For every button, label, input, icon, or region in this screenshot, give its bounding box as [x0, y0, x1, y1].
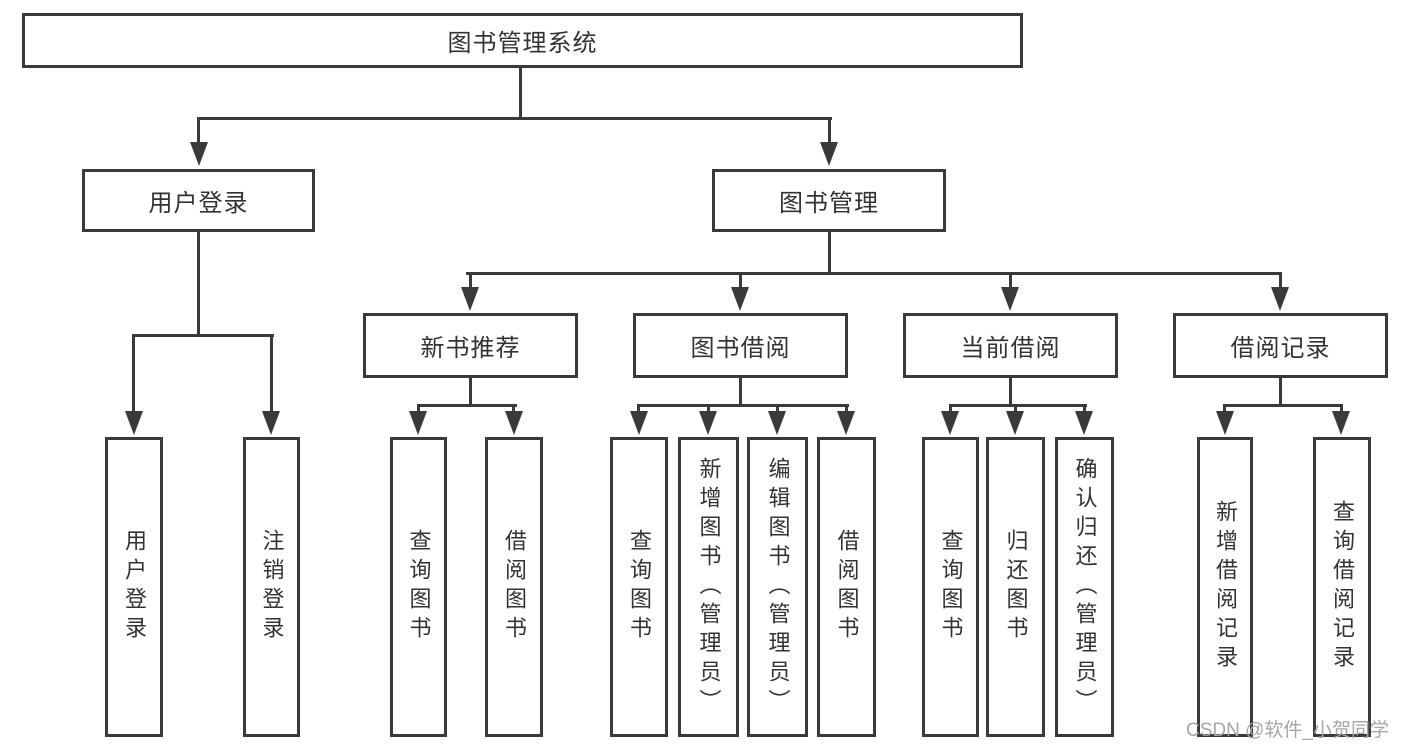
node-label: 用户登录: [122, 529, 147, 645]
connector-line: [132, 334, 274, 337]
connector-line: [1014, 404, 1017, 414]
connector-line: [512, 404, 515, 414]
node-label: 查询图书: [938, 529, 964, 645]
leaf-borrow-books-recommend: 借阅图书: [485, 437, 543, 737]
arrow-down-icon: [820, 142, 838, 166]
connector-line: [707, 404, 710, 414]
connector-line: [1279, 272, 1282, 290]
arrow-down-icon: [699, 411, 717, 435]
connector-line: [828, 232, 831, 274]
node-label: 用户登录: [148, 190, 249, 217]
leaf-user-login: 用户登录: [105, 437, 163, 737]
node-label: 图书管理系统: [447, 30, 598, 57]
arrow-down-icon: [262, 411, 280, 435]
connector-line: [637, 404, 849, 407]
node-borrowing-records: 借阅记录: [1173, 313, 1388, 378]
arrow-down-icon: [409, 411, 427, 435]
connector-line: [197, 117, 832, 120]
arrow-down-icon: [768, 411, 786, 435]
leaf-add-books-admin: 新增图书（管理员）: [678, 437, 739, 737]
connector-line: [197, 232, 200, 335]
leaf-query-books-recommend: 查询图书: [390, 437, 447, 737]
leaf-confirm-return-admin: 确认归还（管理员）: [1055, 437, 1114, 737]
node-label: 查询借阅记录: [1330, 500, 1355, 674]
connector-line: [519, 68, 522, 118]
connector-line: [949, 404, 1087, 407]
arrow-down-icon: [1332, 411, 1350, 435]
node-label: 借阅记录: [1230, 335, 1331, 362]
node-book-management: 图书管理: [712, 169, 946, 232]
connector-line: [469, 378, 472, 406]
connector-line: [417, 404, 517, 407]
connector-line: [1340, 404, 1343, 414]
arrow-down-icon: [1271, 287, 1289, 311]
connector-line: [1279, 378, 1282, 406]
connector-line: [1009, 378, 1012, 406]
connector-line: [845, 404, 848, 414]
connector-line: [739, 272, 742, 290]
leaf-logout: 注销登录: [243, 437, 300, 737]
node-label: 借阅图书: [502, 529, 527, 645]
node-label: 新增借阅记录: [1213, 500, 1238, 674]
node-label: 注销登录: [259, 529, 285, 645]
arrow-down-icon: [731, 287, 749, 311]
leaf-query-borrow-record: 查询借阅记录: [1313, 437, 1371, 737]
node-current-borrowing: 当前借阅: [903, 313, 1118, 378]
arrow-down-icon: [1006, 411, 1024, 435]
node-label: 查询图书: [406, 529, 432, 645]
node-label: 归还图书: [1003, 529, 1029, 645]
connector-line: [466, 272, 1282, 275]
connector-line: [637, 404, 640, 414]
node-label: 当前借阅: [960, 335, 1061, 362]
connector-line: [949, 404, 952, 414]
node-new-book-recommend: 新书推荐: [363, 313, 578, 378]
leaf-return-books: 归还图书: [986, 437, 1045, 737]
arrow-down-icon: [1001, 287, 1019, 311]
node-label: 新增图书（管理员）: [696, 456, 722, 718]
leaf-query-books-borrowing: 查询图书: [610, 437, 668, 737]
node-library-system: 图书管理系统: [22, 13, 1023, 68]
arrow-down-icon: [630, 411, 648, 435]
arrow-down-icon: [125, 411, 143, 435]
arrow-down-icon: [837, 411, 855, 435]
connector-line: [1223, 404, 1343, 407]
connector-line: [1223, 404, 1226, 414]
arrow-down-icon: [505, 411, 523, 435]
arrow-down-icon: [461, 287, 479, 311]
connector-line: [270, 334, 273, 414]
arrow-down-icon: [190, 142, 208, 166]
arrow-down-icon: [1075, 411, 1093, 435]
node-label: 图书管理: [779, 190, 879, 217]
leaf-query-books-current: 查询图书: [922, 437, 979, 737]
connector-line: [739, 378, 742, 406]
node-label: 新书推荐: [420, 335, 521, 362]
arrow-down-icon: [941, 411, 959, 435]
leaf-edit-books-admin: 编辑图书（管理员）: [747, 437, 808, 737]
connector-line: [197, 117, 200, 145]
connector-line: [776, 404, 779, 414]
node-label: 编辑图书（管理员）: [765, 456, 791, 718]
node-label: 确认归还（管理员）: [1072, 456, 1098, 718]
connector-line: [132, 334, 135, 414]
node-label: 借阅图书: [834, 529, 860, 645]
connector-line: [469, 272, 472, 290]
node-label: 查询图书: [627, 529, 652, 645]
node-user-login: 用户登录: [82, 169, 315, 232]
node-book-borrowing: 图书借阅: [633, 313, 848, 378]
connector-line: [417, 404, 420, 414]
node-label: 图书借阅: [690, 335, 791, 362]
connector-line: [1009, 272, 1012, 290]
watermark: CSDN @软件_小贺同学: [1186, 720, 1389, 741]
leaf-borrow-books: 借阅图书: [817, 437, 876, 737]
connector-line: [828, 117, 831, 145]
connector-line: [1083, 404, 1086, 414]
arrow-down-icon: [1216, 411, 1234, 435]
leaf-add-borrow-record: 新增借阅记录: [1197, 437, 1253, 737]
